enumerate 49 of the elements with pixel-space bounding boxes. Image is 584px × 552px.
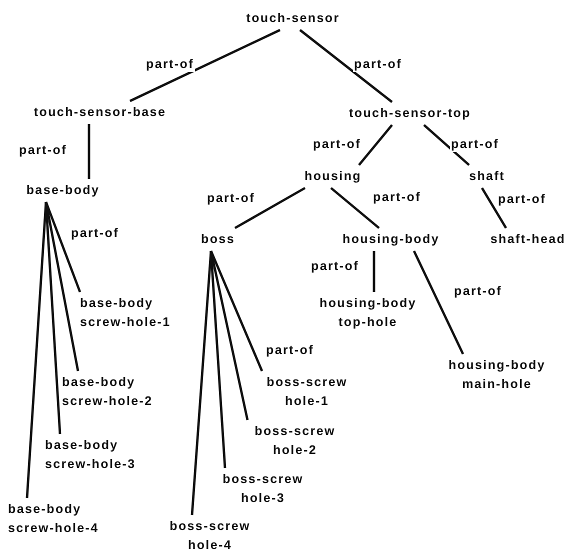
node-label: boss [201,230,235,249]
connector-line [299,29,393,103]
connector-line [372,251,376,292]
connector-line [423,124,470,166]
connector-line [210,250,249,420]
node-label: housing [304,167,362,186]
edge-label: part-of [310,259,360,274]
node-label: base-body screw-hole-4 [8,500,113,538]
connector-line [330,187,380,229]
node-label: base-body screw-hole-1 [80,294,185,332]
edge-label: part-of [372,190,422,205]
connector-line [88,124,90,179]
node-label: housing-body [342,230,440,249]
edge-label: part-of [312,137,362,152]
node-label: housing-body top-hole [310,294,426,332]
connector-line [26,202,48,498]
connector-line [480,187,508,229]
edge-label: part-of [450,137,500,152]
edge-label: part-of [70,226,120,241]
node-label: shaft [469,167,505,186]
node-label: housing-body main-hole [440,356,554,394]
node-label: shaft-head [490,230,566,249]
connector-line [44,202,62,434]
connector-line [129,28,281,102]
connector-line [358,124,393,166]
connector-line [44,202,82,292]
connector-line [190,250,212,516]
node-label: boss-screw hole-1 [260,373,354,411]
node-label: base-body screw-hole-3 [45,436,150,474]
node-label: base-body [26,181,100,200]
edge-label: part-of [145,57,195,72]
edge-label: part-of [206,191,256,206]
node-label: boss-screw hole-3 [216,470,310,508]
node-label: boss-screw hole-4 [162,517,258,552]
connector-line [412,250,464,355]
node-label: boss-screw hole-2 [248,422,342,460]
connector-line [234,186,306,230]
node-label: touch-sensor-base [34,103,166,122]
edge-label: part-of [18,143,68,158]
node-label: touch-sensor [246,9,340,28]
connector-line [210,250,264,372]
node-label: touch-sensor-top [349,104,471,123]
connector-line [210,250,226,468]
edge-label: part-of [353,57,403,72]
node-label: base-body screw-hole-2 [62,373,167,411]
edge-label: part-of [453,284,503,299]
edge-label: part-of [497,192,547,207]
connector-line [44,202,80,372]
edge-label: part-of [265,343,315,358]
